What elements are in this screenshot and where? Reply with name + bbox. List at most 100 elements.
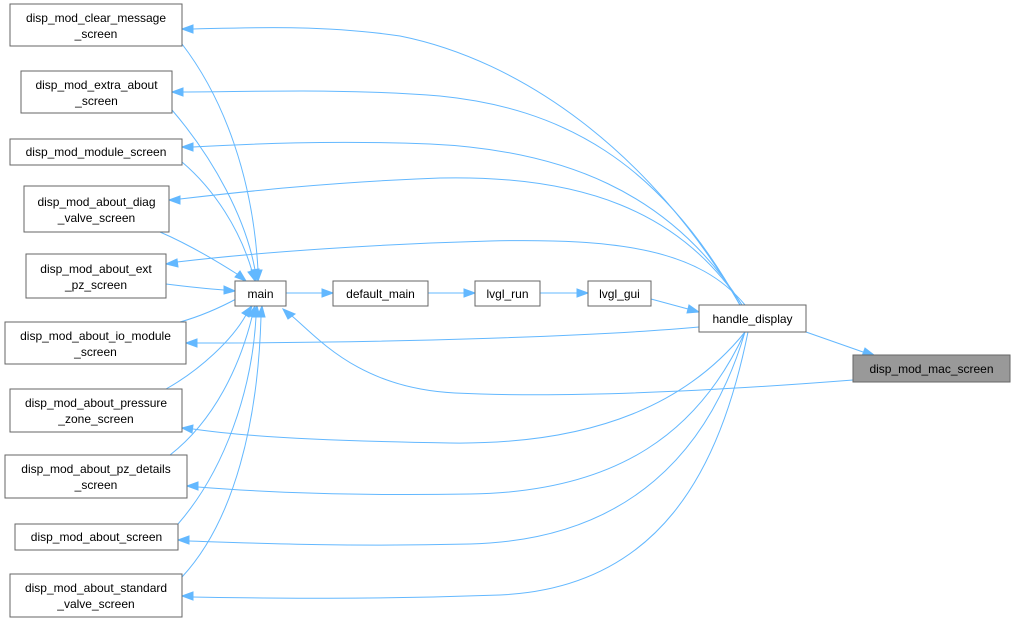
- node-label-line: _screen: [74, 27, 118, 41]
- edge-lvgl-gui-to-handle-display: [650, 298, 701, 314]
- node-label-line: disp_mod_about_ext: [40, 262, 152, 276]
- edge-line: [650, 298, 689, 310]
- edge-line: [171, 109, 256, 271]
- node-layer: disp_mod_clear_message _screen disp_mod_…: [4, 3, 1011, 618]
- node-disp-mod-about-screen[interactable]: disp_mod_about_screen: [14, 523, 179, 551]
- edge-line: [197, 331, 746, 496]
- node-label-line: _pz_screen: [64, 278, 127, 292]
- arrowhead-icon: [185, 481, 199, 491]
- node-label-line: _screen: [74, 94, 118, 108]
- node-label-line: _screen: [74, 478, 118, 492]
- node-lvgl-gui[interactable]: lvgl_gui: [587, 280, 652, 307]
- edge-about-diag-to-main: [159, 231, 248, 282]
- node-lvgl-run[interactable]: lvgl_run: [474, 280, 541, 307]
- edge-default-main-to-lvgl-run: [428, 288, 477, 298]
- edge-about-screen-to-main: [177, 304, 261, 525]
- edge-module-screen-to-main: [181, 161, 257, 283]
- arrowhead-icon: [176, 535, 190, 545]
- node-disp-mod-mac-screen[interactable]: disp_mod_mac_screen: [852, 354, 1011, 383]
- edge-line: [177, 316, 257, 525]
- node-label-line: _screen: [73, 345, 117, 359]
- node-label-line: main: [247, 287, 273, 301]
- node-label-line: disp_mod_about_pz_details: [21, 462, 170, 476]
- edge-line: [169, 316, 253, 456]
- node-main[interactable]: main: [234, 280, 287, 307]
- edge-about-standard-to-main: [181, 304, 266, 578]
- edge-line: [188, 331, 746, 546]
- edge-main-to-default-main: [286, 288, 335, 298]
- node-label-line: _valve_screen: [56, 597, 134, 611]
- edge-line: [179, 297, 239, 323]
- arrowhead-icon: [167, 195, 181, 205]
- edge-line: [159, 231, 238, 275]
- arrowhead-icon: [180, 142, 194, 152]
- edge-layer: [159, 24, 876, 601]
- edge-handle-display-to-about-ext: [164, 240, 746, 306]
- arrowhead-icon: [247, 269, 257, 283]
- edge-about-ext-to-main: [165, 283, 237, 295]
- arrowhead-icon: [686, 304, 701, 314]
- node-disp-mod-about-ext-pz-screen[interactable]: disp_mod_about_ext _pz_screen: [25, 253, 167, 299]
- edge-handle-display-to-about-diag: [167, 177, 743, 306]
- edge-lvgl-run-to-lvgl-gui: [540, 288, 590, 298]
- node-disp-mod-clear-message-screen[interactable]: disp_mod_clear_message _screen: [9, 3, 183, 47]
- edge-line: [181, 161, 253, 272]
- edge-line: [192, 331, 746, 444]
- node-label-line: disp_mod_about_pressure: [25, 396, 167, 410]
- node-disp-mod-about-standard-valve-screen[interactable]: disp_mod_about_standard _valve_screen: [9, 573, 183, 618]
- node-label-line: disp_mod_about_standard: [25, 581, 167, 595]
- edge-line: [181, 43, 259, 271]
- edge-line: [196, 326, 700, 344]
- arrowhead-icon: [170, 87, 184, 97]
- node-label-line: lvgl_gui: [599, 287, 640, 301]
- arrowhead-icon: [463, 288, 477, 298]
- edge-line: [181, 316, 262, 578]
- node-label-line: _valve_screen: [57, 211, 135, 225]
- node-disp-mod-about-pz-details-screen[interactable]: disp_mod_about_pz_details _screen: [4, 454, 188, 499]
- arrowhead-icon: [180, 24, 194, 34]
- node-label-line: _zone_screen: [57, 412, 133, 426]
- edge-line: [165, 314, 247, 390]
- node-disp-mod-about-io-module-screen[interactable]: disp_mod_about_io_module _screen: [4, 321, 187, 365]
- node-label-line: disp_mod_module_screen: [26, 145, 167, 159]
- edge-handle-display-to-extra-about: [170, 87, 741, 306]
- edge-handle-display-to-clear-message: [180, 24, 741, 306]
- node-label-line: default_main: [346, 287, 415, 301]
- edge-handle-display-to-about-pressure: [180, 331, 746, 444]
- arrowhead-icon: [321, 288, 335, 298]
- arrowhead-icon: [164, 258, 179, 268]
- edge-line: [192, 27, 741, 306]
- arrowhead-icon: [281, 308, 297, 320]
- arrowhead-icon: [576, 288, 590, 298]
- edge-line: [165, 283, 225, 291]
- arrowhead-icon: [180, 424, 194, 434]
- node-label-line: disp_mod_about_io_module: [20, 329, 171, 343]
- node-disp-mod-extra-about-screen[interactable]: disp_mod_extra_about _screen: [20, 70, 173, 114]
- node-default-main[interactable]: default_main: [332, 280, 429, 307]
- arrowhead-icon: [223, 285, 237, 295]
- arrowhead-icon: [256, 304, 266, 318]
- edge-clear-message-to-main: [181, 43, 263, 283]
- arrowhead-icon: [180, 591, 194, 601]
- edge-line: [192, 331, 749, 599]
- node-disp-mod-about-pressure-zone-screen[interactable]: disp_mod_about_pressure _zone_screen: [9, 388, 183, 433]
- node-disp-mod-module-screen[interactable]: disp_mod_module_screen: [9, 138, 183, 166]
- edge-handle-display-to-about-standard: [180, 331, 749, 601]
- arrowhead-icon: [184, 338, 198, 348]
- node-disp-mod-about-diag-valve-screen[interactable]: disp_mod_about_diag _valve_screen: [23, 185, 170, 233]
- edge-handle-display-to-module-screen: [180, 141, 743, 306]
- node-label-line: disp_mod_extra_about: [35, 78, 158, 92]
- node-label-line: disp_mod_about_screen: [31, 530, 162, 544]
- edge-line: [182, 90, 741, 306]
- edge-handle-display-to-about-io: [184, 326, 700, 348]
- node-label-line: disp_mod_mac_screen: [869, 362, 993, 376]
- edge-line: [179, 177, 743, 306]
- node-label-line: lvgl_run: [486, 287, 528, 301]
- node-handle-display[interactable]: handle_display: [698, 304, 807, 333]
- edge-handle-display-to-about-pz-details: [185, 331, 746, 496]
- edge-handle-display-to-mac-screen: [805, 331, 876, 357]
- node-label-line: disp_mod_about_diag: [37, 195, 155, 209]
- edge-line: [805, 331, 864, 353]
- edge-line: [192, 141, 743, 306]
